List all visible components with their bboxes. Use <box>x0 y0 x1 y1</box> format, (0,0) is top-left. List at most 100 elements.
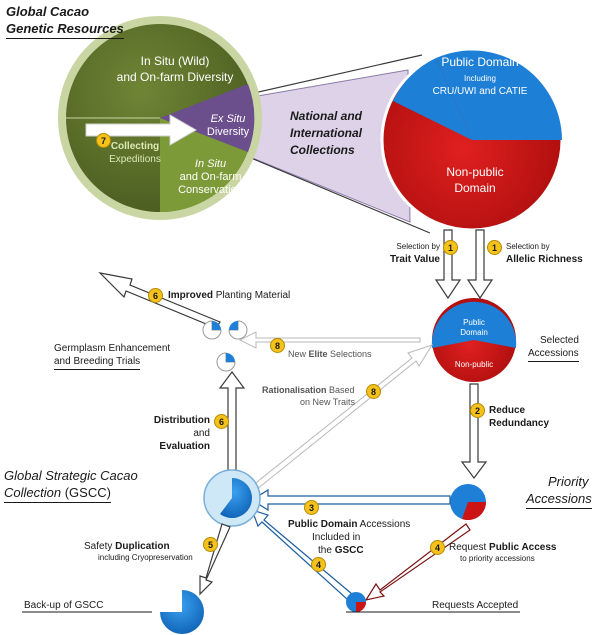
title-line2: Genetic Resources <box>6 21 124 39</box>
priority-pie <box>450 484 487 521</box>
request-line1: Request Public Access <box>449 541 556 554</box>
selection-arrows <box>434 229 494 300</box>
elite-pre: New <box>288 349 309 359</box>
request-bold: Public Access <box>489 542 557 553</box>
reduce-arrow <box>460 383 488 479</box>
improved-label: Improved Planting Material <box>168 289 290 302</box>
badge-8-rational: 8 <box>366 384 381 399</box>
requests-accepted-pie <box>346 592 520 613</box>
insitu-line2: and On-farm <box>179 171 242 183</box>
public-line3: CRU/UWI and CATIE <box>432 86 528 97</box>
badge-2: 2 <box>470 403 485 418</box>
rational-line1: Rationalisation Based <box>262 384 355 397</box>
trait-line1: Selection by <box>396 242 440 251</box>
selected-label-line2: Accessions <box>528 347 579 362</box>
request-line2: to priority accessions <box>460 554 535 563</box>
sel-nonpublic: Non-public <box>454 360 494 369</box>
elite-post: Selections <box>327 349 372 359</box>
backup-label: Back-up of GSCC <box>24 600 104 611</box>
nonpublic-line2: Domain <box>454 181 496 195</box>
gscc-line2-it: Collection <box>4 485 62 500</box>
badge-4-request: 4 <box>430 540 445 555</box>
selected-circle <box>431 298 517 382</box>
trait-line2: Trait Value <box>389 254 440 265</box>
rationalisation-arrow <box>251 344 434 491</box>
badge-4-accepted: 4 <box>311 557 326 572</box>
gscc-line1: Global Strategic Cacao <box>4 468 138 483</box>
badge-1-allelic: 1 <box>487 240 502 255</box>
allelic-line1: Selection by <box>506 242 550 251</box>
rational-bold: Rationalisation <box>262 385 327 395</box>
elite-bold: Elite <box>308 349 328 359</box>
insitu-line3: Conservation <box>178 184 243 196</box>
elite-label: New Elite Selections <box>288 348 372 361</box>
safety-bold: Duplication <box>115 541 170 552</box>
badge-3: 3 <box>304 500 319 515</box>
priority-line1: Priority <box>548 474 589 489</box>
elite-arrow <box>238 331 421 349</box>
badge-1-trait: 1 <box>443 240 458 255</box>
title-line1: Global Cacao <box>6 4 90 19</box>
public-included-pre: the <box>318 545 335 556</box>
national-line1: National and <box>290 109 363 123</box>
public-included-rest: Accessions <box>357 519 411 530</box>
safety-line1: Safety Duplication <box>84 540 170 553</box>
public-included-bold: Public Domain <box>288 519 358 530</box>
public-line2: Including <box>463 74 497 83</box>
germplasm-pies <box>202 320 248 372</box>
national-line3: Collections <box>290 143 355 157</box>
badge-5: 5 <box>203 537 218 552</box>
requests-accepted-label: Requests Accepted <box>432 600 519 611</box>
safety-arrow <box>199 523 231 596</box>
distribution-line2: and Evaluation <box>140 427 210 453</box>
germplasm-line2: and Breeding Trials <box>54 355 141 370</box>
gscc-line2: Collection (GSCC) <box>4 485 111 503</box>
red-circle <box>380 48 564 232</box>
badge-7: 7 <box>96 133 111 148</box>
safety-line2: including Cryopreservation <box>98 553 193 562</box>
improved-rest: Planting Material <box>213 290 291 301</box>
public-included-bold3: GSCC <box>334 545 364 556</box>
public-line1: Public Domain <box>441 55 519 69</box>
allelic-line2: Allelic Richness <box>506 254 583 265</box>
distribution-line1: Distribution <box>153 415 210 426</box>
exsitu-line1: Ex Situ <box>210 113 246 125</box>
priority-line2: Accessions <box>526 491 592 509</box>
backup-pie <box>22 590 204 634</box>
gscc-line2-rest: (GSCC) <box>61 485 111 500</box>
national-line2: International <box>290 126 363 140</box>
reduce-line2: Redundancy <box>489 418 550 429</box>
improved-bold: Improved <box>168 290 214 301</box>
public-arrow <box>250 488 451 512</box>
insitu-line1: In Situ <box>194 158 227 170</box>
distribution-pre: and <box>193 428 210 439</box>
public-included-line2: Included in <box>312 532 361 543</box>
request-arrow <box>364 523 471 601</box>
reduce-line1: Reduce <box>489 405 526 416</box>
exsitu-line2: Diversity <box>206 126 250 138</box>
rational-rest: Based <box>326 385 355 395</box>
nonpublic-line1: Non-public <box>446 165 504 179</box>
wild-line2: and On-farm Diversity <box>116 70 234 84</box>
badge-8-elite: 8 <box>270 338 285 353</box>
sel-public-line1: Public <box>463 318 485 327</box>
sel-public-line2: Domain <box>460 328 488 337</box>
collecting-line2: Expeditions <box>109 154 161 165</box>
distribution-bold: Evaluation <box>159 441 210 452</box>
badge-6-distribution: 6 <box>214 414 229 429</box>
gscc-circle <box>203 469 261 527</box>
rational-line2: on New Traits <box>300 397 356 407</box>
selected-label-line1: Selected <box>540 335 579 346</box>
distribution-arrow <box>218 371 246 479</box>
public-included-line3: the GSCC <box>318 544 364 557</box>
badge-6-improved: 6 <box>148 288 163 303</box>
request-pre: Request <box>449 542 490 553</box>
safety-pre: Safety <box>84 541 116 552</box>
green-circle <box>58 16 262 220</box>
public-included-line1: Public Domain Accessions <box>288 518 410 531</box>
germplasm-line1: Germplasm Enhancement <box>54 343 171 354</box>
wild-line1: In Situ (Wild) <box>140 54 210 68</box>
accepted-arrow <box>251 509 353 601</box>
collecting-line1: Collecting <box>110 141 160 152</box>
